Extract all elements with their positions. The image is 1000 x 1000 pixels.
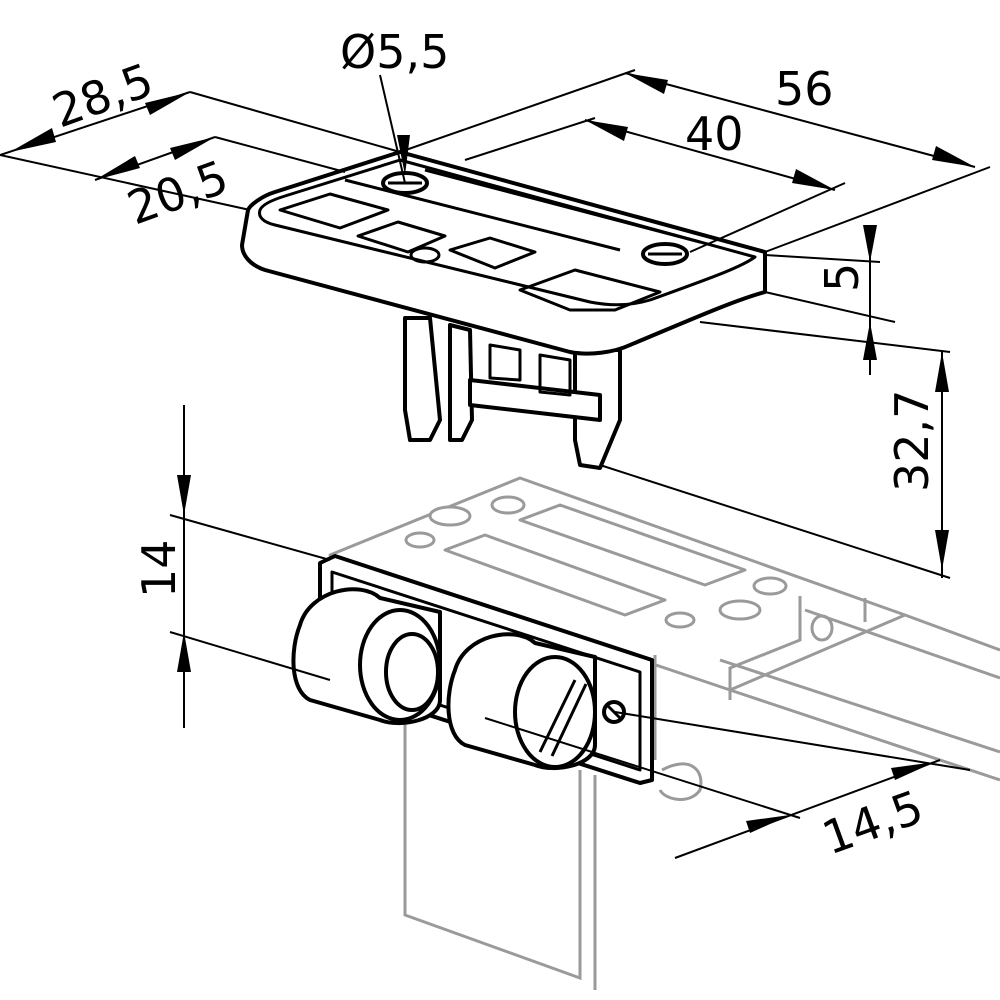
- front-clamp: [291, 554, 703, 801]
- top-bracket: [240, 150, 767, 470]
- dim-56-label: 56: [775, 62, 834, 116]
- dim-14-5-label: 14,5: [815, 780, 930, 866]
- dim-5-label: 5: [815, 263, 869, 292]
- dim-28-5-label: 28,5: [45, 53, 160, 139]
- mounting-plate: [328, 476, 1000, 990]
- dimension-lines: [0, 69, 991, 859]
- dim-32-7-label: 32,7: [885, 390, 939, 492]
- dim-diameter-label: Ø5,5: [340, 25, 449, 79]
- dim-40-label: 40: [685, 107, 744, 161]
- dim-14-label: 14: [132, 539, 186, 598]
